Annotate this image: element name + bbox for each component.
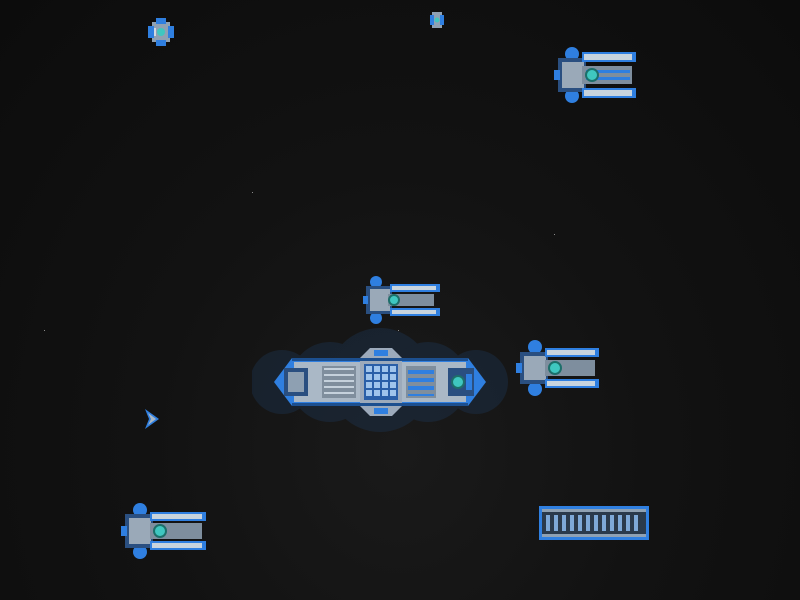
- fighter-ship[interactable]: [515, 338, 601, 398]
- small-pod-ship[interactable]: [429, 10, 445, 30]
- background-star: [398, 330, 399, 331]
- small-drone-ship[interactable]: [144, 16, 178, 48]
- cargo-barge[interactable]: [538, 505, 650, 541]
- fighter-ship[interactable]: [552, 44, 638, 106]
- background-star: [44, 330, 45, 331]
- scout-ship[interactable]: [143, 407, 161, 431]
- background-star: [554, 234, 555, 235]
- background-star: [252, 192, 253, 193]
- player-flagship[interactable]: [252, 324, 510, 442]
- fighter-ship[interactable]: [120, 500, 208, 562]
- escort-fighter-ship[interactable]: [362, 276, 442, 324]
